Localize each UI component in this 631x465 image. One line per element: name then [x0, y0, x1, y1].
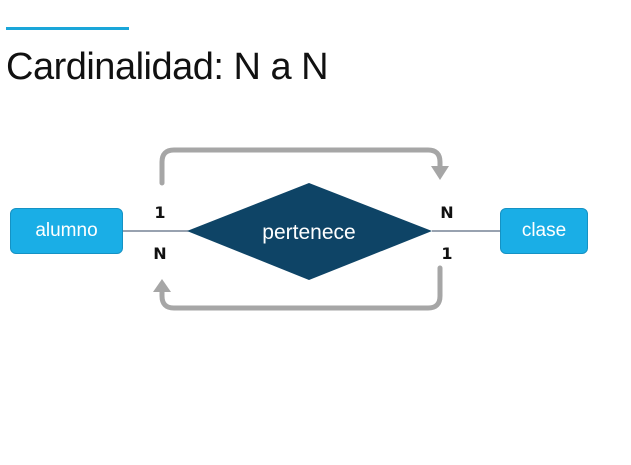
- relationship-diamond: [187, 183, 432, 280]
- title-accent-line: [6, 27, 129, 30]
- slide-title: Cardinalidad: N a N: [6, 46, 329, 88]
- arrow-bottom-head: [153, 279, 171, 292]
- arrow-top-head: [431, 166, 449, 180]
- entity-clase: clase: [500, 208, 588, 254]
- arrow-bottom: [159, 265, 443, 311]
- arrow-top: [159, 147, 443, 186]
- entity-alumno: alumno: [10, 208, 123, 254]
- cardinality-right-bottom: 1: [441, 244, 452, 263]
- cardinality-right-top: N: [440, 203, 453, 222]
- relationship-label: pertenece: [262, 221, 355, 244]
- cardinality-left-bottom: N: [153, 244, 166, 263]
- cardinality-left-top: 1: [154, 203, 165, 222]
